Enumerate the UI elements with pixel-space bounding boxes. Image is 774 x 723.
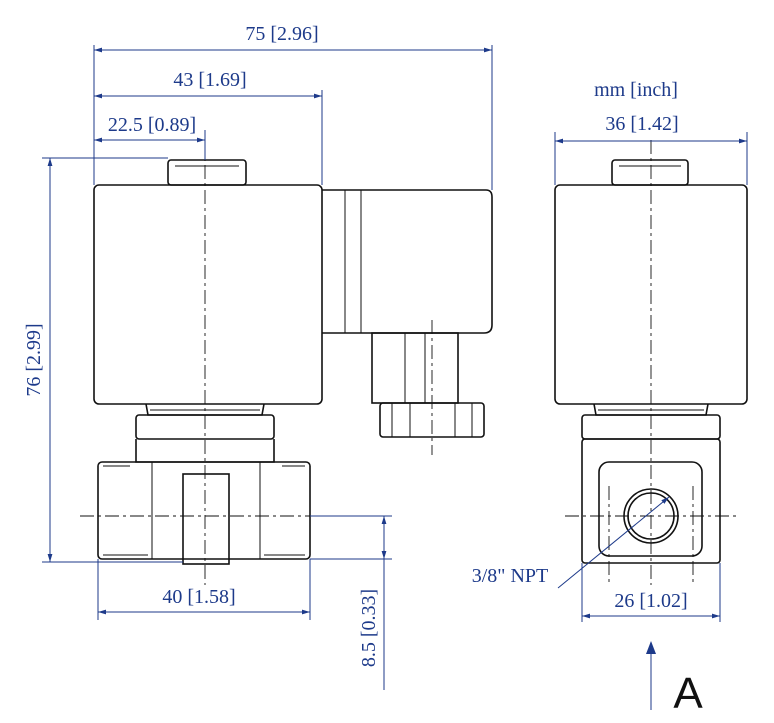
dimensions: 75 [2.96] 43 [1.69] 22.5 [0.89] 76 [2.99… xyxy=(23,23,748,718)
view-label: A xyxy=(673,669,703,718)
valve-body xyxy=(97,461,311,560)
dim-port-offset: 8.5 [0.33] xyxy=(358,589,380,667)
port-face xyxy=(598,461,703,557)
dim-side-body-width: 26 [1.02] xyxy=(614,590,687,612)
solenoid-coil xyxy=(93,184,323,405)
dim-center-offset: 22.5 [0.89] xyxy=(108,114,196,136)
dim-port-length: 40 [1.58] xyxy=(162,586,235,608)
coil-cap-nut xyxy=(167,159,247,186)
side-view xyxy=(554,140,748,585)
side-cap-nut xyxy=(611,159,689,186)
dim-side-width: 36 [1.42] xyxy=(605,113,678,135)
thread-label: 3/8" NPT xyxy=(472,565,549,587)
front-view xyxy=(80,140,493,585)
valve-stem xyxy=(182,473,230,565)
side-valve-body xyxy=(581,438,721,564)
units-label: mm [inch] xyxy=(594,79,678,101)
dim-overall-width: 75 [2.96] xyxy=(245,23,318,45)
dim-overall-height: 76 [2.99] xyxy=(23,323,45,396)
electrical-connector xyxy=(322,189,493,334)
dim-coil-width: 43 [1.69] xyxy=(173,69,246,91)
cable-gland xyxy=(371,332,459,404)
